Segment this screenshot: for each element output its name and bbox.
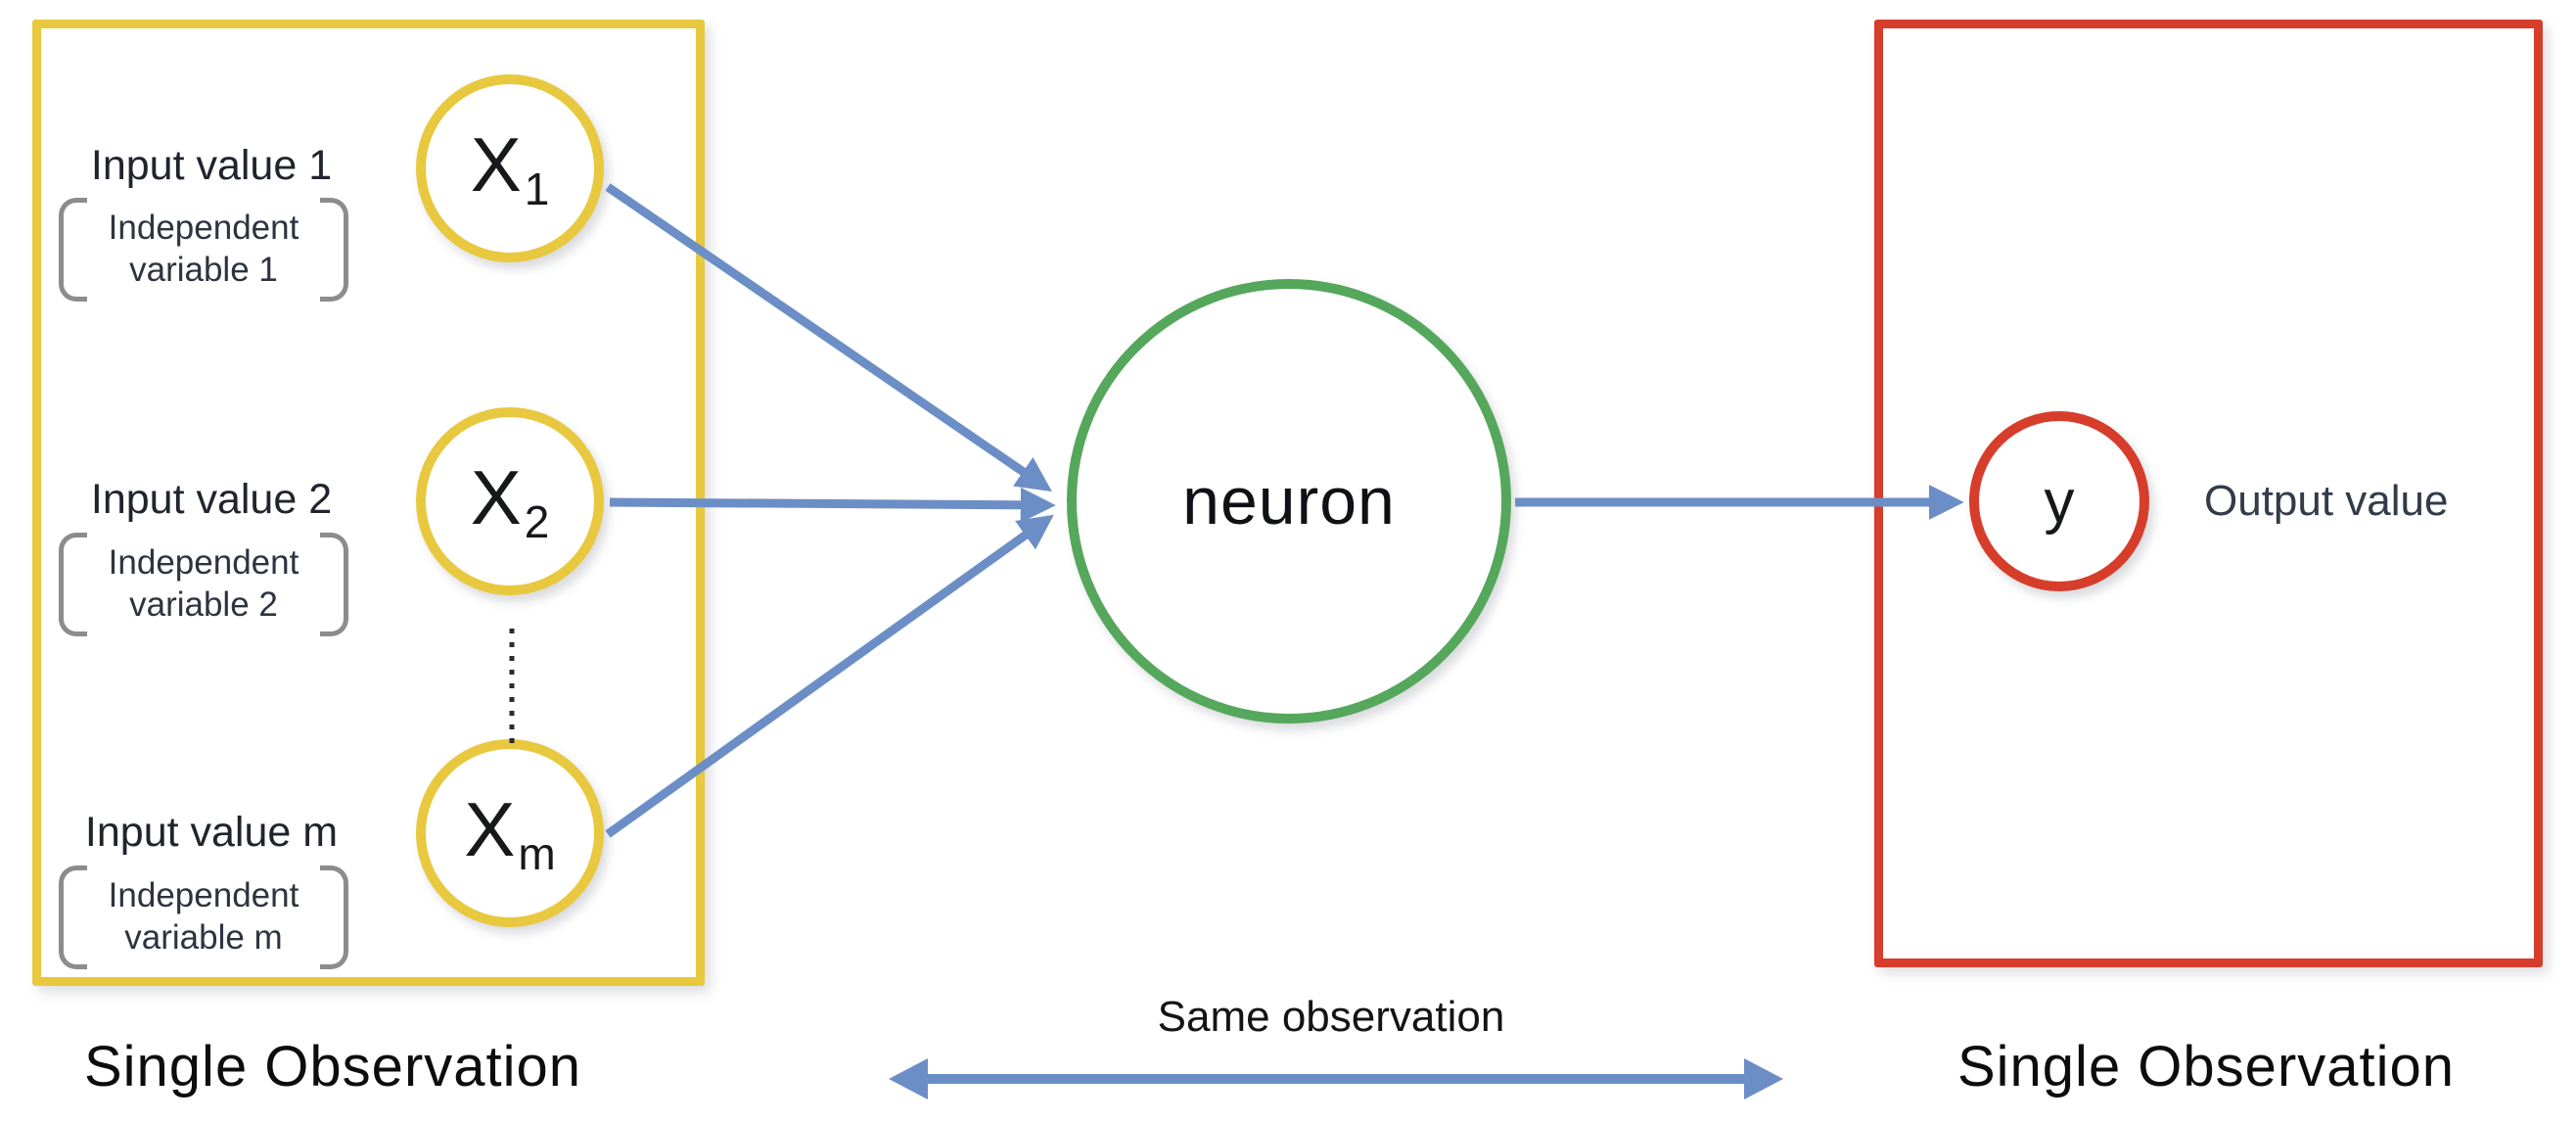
right-bracket [320,198,348,302]
left-bracket [59,533,87,636]
node-xm-label: Xm [464,785,556,879]
node-x2-label: X2 [470,453,550,547]
left-bracket [59,865,87,969]
node-y: y [1969,411,2149,591]
independent-variable-m-text: Independent variable m [108,876,299,957]
independent-variable-2-note: Independent variable 2 [59,533,348,636]
independent-variable-1-note: Independent variable 1 [59,198,348,302]
right-bracket [320,533,348,636]
node-x1: X1 [416,74,604,262]
neuron-node: neuron [1067,279,1511,724]
independent-variable-m-note: Independent variable m [59,865,348,969]
right-bracket [320,865,348,969]
node-xm: Xm [416,739,604,927]
input-caption: Single Observation [83,1035,582,1099]
output-caption: Single Observation [1956,1035,2456,1099]
independent-variable-2-text: Independent variable 2 [108,543,299,624]
input-value-m-label: Input value m [84,809,339,856]
same-observation-arrowhead-left [889,1058,928,1099]
output-value-label: Output value [2204,477,2449,525]
node-x1-label: X1 [470,120,550,214]
input-value-2-label: Input value 2 [90,476,333,523]
neuron-label: neuron [1182,464,1396,538]
input-value-1-label: Input value 1 [90,142,333,189]
same-observation-label: Same observation [1157,993,1505,1041]
same-observation-arrowhead-right [1744,1058,1783,1099]
node-x2: X2 [416,407,604,595]
node-y-label: y [2044,467,2075,536]
left-bracket [59,198,87,302]
independent-variable-1-text: Independent variable 1 [108,209,299,289]
